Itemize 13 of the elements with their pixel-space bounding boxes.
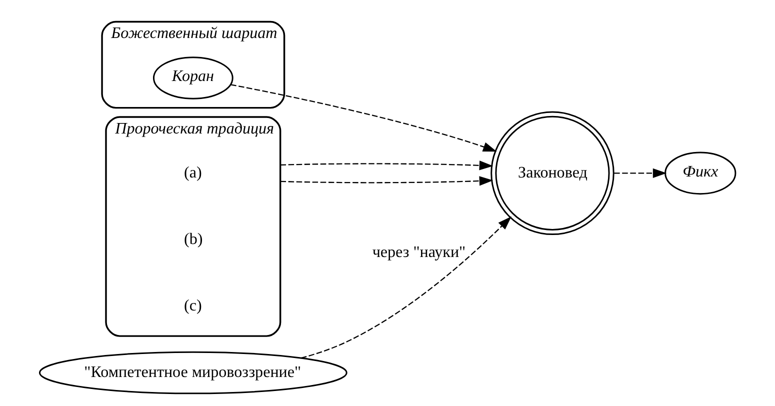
arrow xyxy=(280,176,494,186)
node-ellipse: Фикх xyxy=(664,152,736,195)
arrow xyxy=(614,168,667,178)
node-ellipse: "Компетентное мировоззрение" xyxy=(38,351,348,394)
arrow xyxy=(280,160,494,170)
node-text: (b) xyxy=(184,230,203,248)
arrow xyxy=(230,84,497,152)
edge-label: через "науки" xyxy=(372,244,466,262)
arrow xyxy=(300,216,512,359)
node-text: (c) xyxy=(184,297,202,314)
node-ellipse: Коран xyxy=(152,56,234,100)
node-text: (a) xyxy=(184,164,202,182)
node-circle: Законовед xyxy=(490,111,614,236)
